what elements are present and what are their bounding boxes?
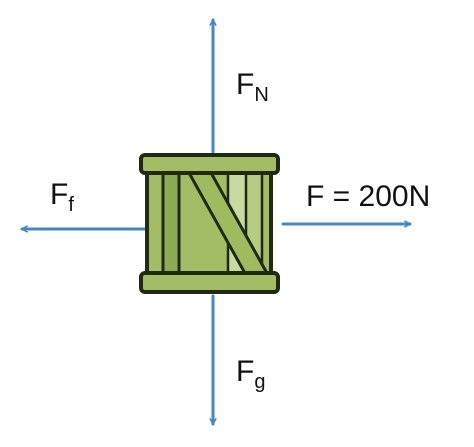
normal-force-subscript: N [254,84,268,106]
normal-force-symbol: F [236,68,254,101]
normal-force-label: FN [236,68,269,106]
applied-force-label: F = 200N [306,180,430,213]
crate-top-lid [139,153,280,175]
crate-diagonal-brace [186,171,270,275]
friction-force-label: Ff [50,178,74,216]
gravity-force-label: Fg [236,355,265,393]
force-arrows [20,18,412,426]
crate-bottom-base [139,271,280,294]
wooden-crate-icon [139,153,280,294]
friction-force-symbol: F [50,178,68,211]
gravity-force-symbol: F [236,355,254,388]
gravity-force-subscript: g [254,371,265,393]
friction-force-subscript: f [68,194,74,216]
